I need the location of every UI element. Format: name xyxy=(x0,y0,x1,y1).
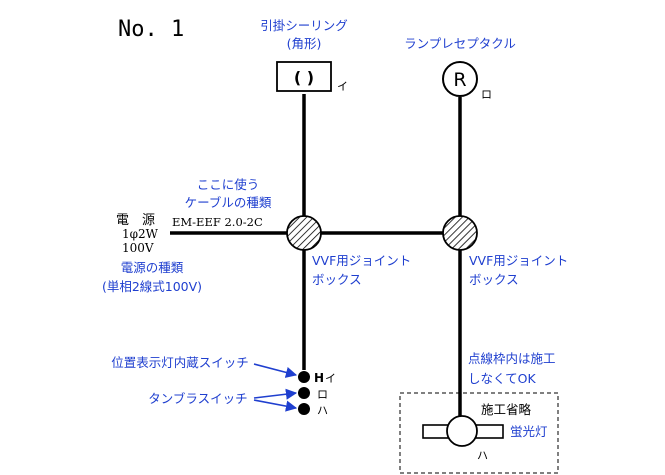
ceiling-rosette: 引掛シーリング (角形) ( ) イ xyxy=(260,18,348,93)
junction-box-2-symbol xyxy=(442,215,478,251)
power-source-phase: 1φ2W xyxy=(122,227,159,241)
tumbler-switch-arrow-2 xyxy=(253,399,298,412)
ceiling-rosette-box xyxy=(276,61,332,92)
junction-box-2: VVF用ジョイント ボックス xyxy=(442,215,568,287)
ceiling-rosette-label: 引掛シーリング xyxy=(260,18,348,33)
switch-group: H イ ロ ハ xyxy=(298,371,336,417)
ceiling-rosette-symbol: ( ) xyxy=(294,68,314,87)
switch-2-dot xyxy=(298,387,310,399)
wires xyxy=(170,94,462,418)
fluorescent-center xyxy=(446,415,478,447)
junction-box-2-label: VVF用ジョイント xyxy=(469,253,568,268)
pilot-switch-arrow xyxy=(253,363,298,378)
junction-box-1-label: VVF用ジョイント xyxy=(312,253,411,268)
omitted-area-label: 施工省略 xyxy=(481,402,532,417)
switch-3-tag: ハ xyxy=(317,404,328,417)
omit-note-line1: 点線枠内は施工 xyxy=(468,351,556,366)
cable-note-line2: ケーブルの種類 xyxy=(185,195,272,210)
power-source: 電 源 1φ2W 100V EM-EEF 2.0-2C 電源の種類 (単相2線式… xyxy=(102,213,263,294)
switch-3-dot xyxy=(298,403,310,415)
junction-box-1-sublabel: ボックス xyxy=(312,272,362,287)
junction-box-1: VVF用ジョイント ボックス xyxy=(286,215,411,287)
lamp-receptacle-symbol: R xyxy=(453,69,466,91)
power-type-detail: (単相2線式100V) xyxy=(102,279,202,294)
fluorescent-tag: ハ xyxy=(477,449,488,462)
power-type-label: 電源の種類 xyxy=(121,260,184,275)
fluorescent-lamp: 蛍光灯 ハ xyxy=(422,415,548,462)
lamp-receptacle: ランプレセプタクル R ロ xyxy=(404,36,516,101)
tumbler-switch-note: タンブラスイッチ xyxy=(148,391,247,406)
ceiling-rosette-tag: イ xyxy=(337,80,348,93)
power-source-label: 電 源 xyxy=(116,213,155,228)
cable-note-line1: ここに使う xyxy=(197,177,260,192)
switch-1-prefix: H xyxy=(314,371,324,385)
fluorescent-label: 蛍光灯 xyxy=(510,424,548,439)
tumbler-switch-arrow-1 xyxy=(253,388,298,400)
ceiling-rosette-sublabel: (角形) xyxy=(287,36,322,51)
omit-note-line2: しなくてOK xyxy=(468,371,536,386)
omitted-area-frame xyxy=(399,392,559,474)
lamp-receptacle-tag: ロ xyxy=(481,88,492,101)
switch-1-dot xyxy=(298,371,310,383)
pilot-switch-note: 位置表示灯内蔵スイッチ xyxy=(111,355,249,370)
switch-2-tag: ロ xyxy=(317,388,328,401)
power-cable-type: EM-EEF 2.0-2C xyxy=(172,215,263,229)
junction-box-1-symbol xyxy=(286,215,322,251)
power-source-voltage: 100V xyxy=(122,241,154,255)
lamp-receptacle-circle xyxy=(442,61,478,97)
page-title: No. 1 xyxy=(118,17,184,42)
junction-box-2-sublabel: ボックス xyxy=(469,272,519,287)
lamp-receptacle-label: ランプレセプタクル xyxy=(404,36,516,51)
switch-1-tag: イ xyxy=(325,372,336,385)
